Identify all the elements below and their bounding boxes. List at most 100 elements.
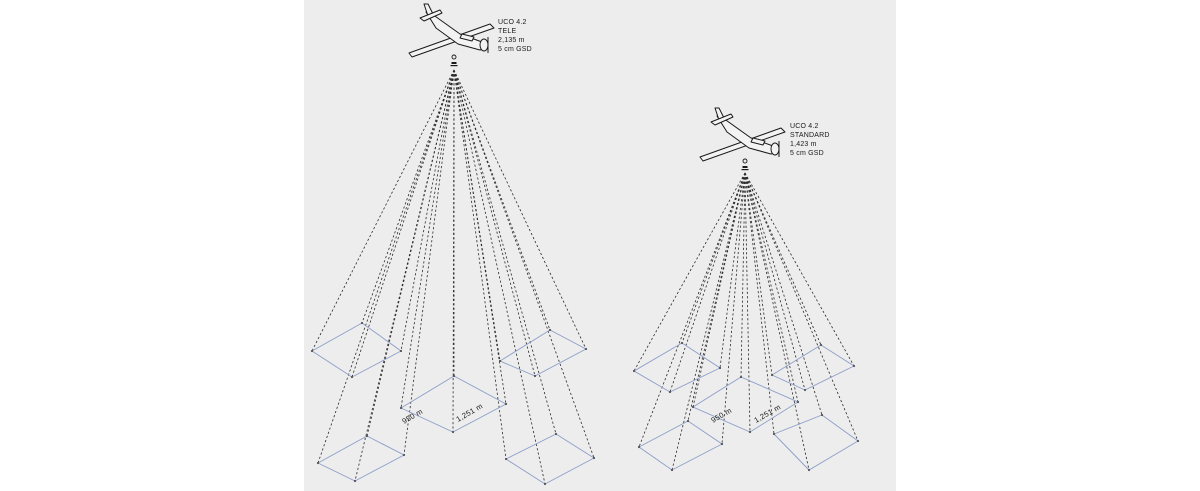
left-footprint-corner [543, 482, 547, 486]
panel-background [304, 0, 896, 491]
left-footprint-corner [399, 406, 403, 410]
right-ray [681, 172, 746, 344]
right-model-text: UCO 4.2 [790, 123, 819, 130]
right-footprint-corner [720, 442, 724, 446]
right-ray [744, 172, 822, 346]
aircraft-engine [479, 38, 489, 52]
camera-footprint-diagram: UCO 4.2 TELE 2,135 m 5 cm GSD 950 m 1,25… [304, 0, 896, 491]
left-ray [453, 69, 501, 362]
camera-sensor [450, 65, 458, 67]
left-footprint-corner [451, 430, 455, 434]
right-ray [719, 172, 746, 369]
left-ray [453, 69, 587, 350]
left-footprint-corner [548, 328, 552, 332]
camera-icon [742, 158, 748, 164]
left-model-text: UCO 4.2 [498, 19, 527, 26]
left-ray [403, 69, 455, 456]
left-footprint-corner [504, 402, 508, 406]
left-footprint-corner [365, 434, 369, 438]
left-ray [453, 69, 507, 460]
right-ray [744, 172, 751, 433]
left-altitude-text: 2,135 m [498, 37, 525, 44]
left-ray [453, 69, 595, 459]
aircraft-engine [770, 142, 780, 156]
right-footprint-corner [807, 468, 811, 472]
right-footprint-corner [748, 430, 752, 434]
aircraft-stabilizer [710, 113, 734, 126]
left-aircraft-label: UCO 4.2 TELE 2,135 m 5 cm GSD [498, 19, 532, 53]
right-footprint-corner [680, 341, 684, 345]
aircraft-wing [408, 23, 495, 58]
right-ray [721, 172, 746, 445]
right-altitude-text: 1,423 m [790, 141, 817, 148]
left-footprint-corner [310, 349, 314, 353]
right-footprint-corner [686, 419, 690, 423]
left-ray [453, 69, 557, 435]
left-footprints [310, 321, 596, 486]
left-ray [351, 69, 455, 378]
left-ray [361, 69, 455, 324]
camera-icon [451, 54, 457, 60]
left-ray [400, 69, 455, 352]
left-mode-text: TELE [498, 28, 516, 35]
aircraft-wing [699, 127, 786, 162]
left-footprint-corner [353, 479, 357, 483]
right-footprint-corner [856, 439, 860, 443]
left-footprint-corner [360, 321, 364, 325]
right-footprints [632, 341, 860, 472]
left-footprint-corner [399, 349, 403, 353]
aircraft-window [750, 137, 766, 146]
right-ray [744, 172, 859, 442]
left-ray [453, 69, 546, 485]
left-footprint-corner [350, 375, 354, 379]
right-footprint-corner [668, 390, 672, 394]
left-footprint-corner [554, 432, 558, 436]
left-gsd-text: 5 cm GSD [498, 46, 532, 53]
aircraft-icon [699, 107, 786, 171]
right-ray [744, 172, 773, 376]
right-footprint-corner [691, 405, 695, 409]
left-ray [354, 69, 455, 482]
left-footprint-corner [584, 347, 588, 351]
right-ray [744, 172, 823, 416]
left-footprint-corner [533, 374, 537, 378]
left-camera-rays [311, 69, 595, 485]
left-footprint-corner [452, 374, 456, 378]
right-gsd-text: 5 cm GSD [790, 150, 824, 157]
right-footprint-corner [770, 373, 774, 377]
right-footprint-corner [819, 343, 823, 347]
right-footprint-corner [632, 369, 636, 373]
left-footprint-corner [498, 359, 502, 363]
right-ray [638, 172, 746, 448]
right-aircraft-label: UCO 4.2 STANDARD 1,423 m 5 cm GSD [790, 123, 830, 157]
camera-sensor [742, 166, 748, 168]
right-footprint-corner [718, 366, 722, 370]
right-footprint-corner [739, 375, 743, 379]
left-ray [452, 69, 455, 433]
aircraft-icon [408, 3, 495, 67]
aircraft-window [459, 33, 475, 42]
left-footprint-corner [402, 453, 406, 457]
right-footprint-corner [852, 364, 856, 368]
right-footprint-corner [772, 432, 776, 436]
left-footprint-corner [504, 457, 508, 461]
camera-sensor [741, 169, 749, 171]
diagram-panel: UCO 4.2 TELE 2,135 m 5 cm GSD 950 m 1,25… [304, 0, 896, 491]
right-ray [740, 172, 746, 378]
right-footprint-corner [670, 468, 674, 472]
right-footprint-corner [820, 413, 824, 417]
camera-sensor [451, 62, 457, 64]
right-camera-rays [633, 172, 859, 471]
left-footprint-corner [592, 456, 596, 460]
right-footprint-corner [637, 445, 641, 449]
right-footprint-corner [796, 400, 800, 404]
right-ray [744, 172, 855, 367]
right-ray [669, 172, 746, 393]
aircraft-stabilizer [419, 9, 443, 22]
left-ray [317, 69, 455, 464]
left-footprint-corner [316, 461, 320, 465]
right-footprint-corner [803, 388, 807, 392]
right-mode-text: STANDARD [790, 132, 830, 139]
right-ray [687, 172, 746, 422]
